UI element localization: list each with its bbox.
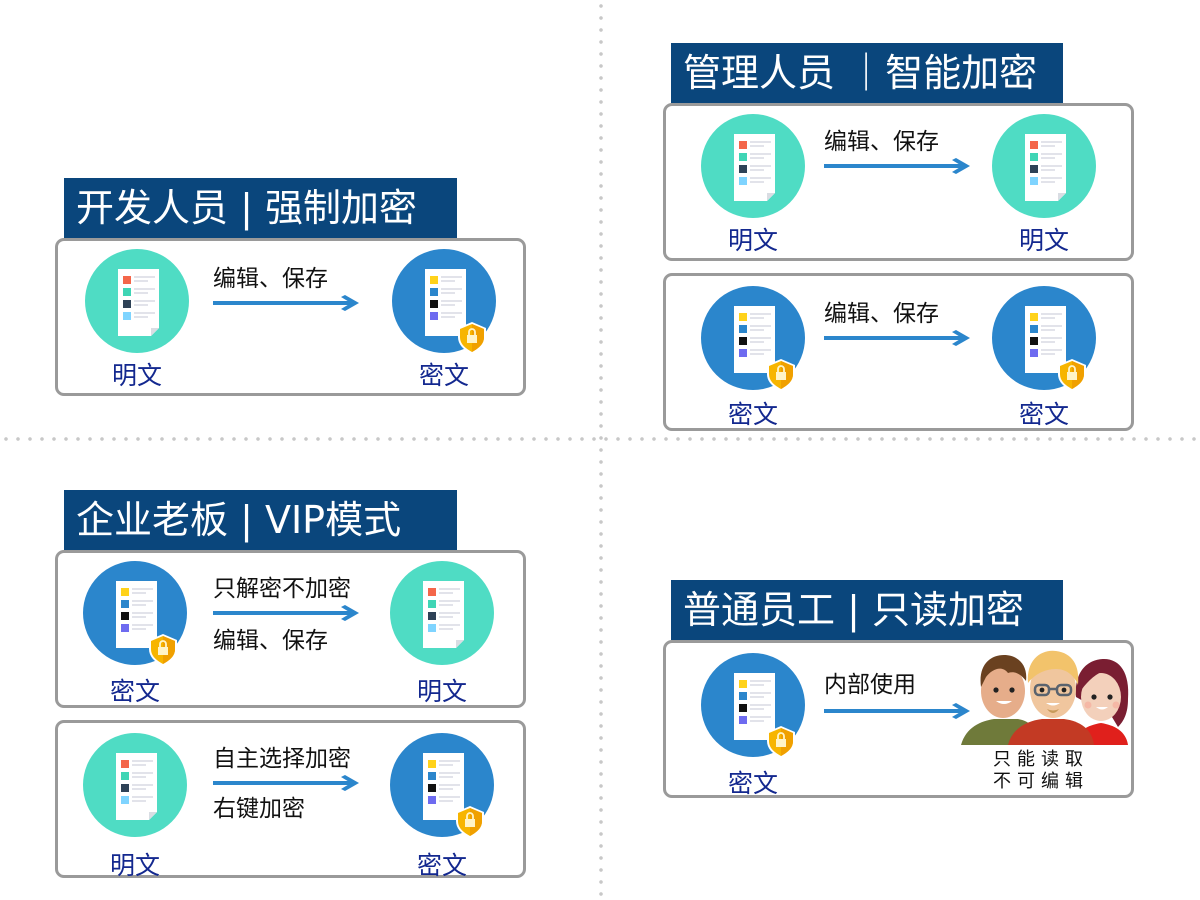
arrow-right-icon (213, 295, 363, 311)
plaintext-document-icon (390, 561, 494, 665)
encrypted-document-shield-icon (992, 286, 1096, 390)
section-title-manager: 管理人员 ｜智能加密 (671, 43, 1063, 103)
target-label: 明文 (1018, 226, 1069, 255)
flow-caption: 编辑、保存 (824, 301, 939, 327)
arrow-right-icon (824, 703, 974, 719)
section-title-developer: 开发人员 | 强制加密 (64, 178, 457, 238)
flow-panel: 明文 自主选择加密 右键加密 密文 (55, 720, 526, 880)
encrypted-document-shield-icon (701, 653, 805, 757)
flow-caption-bottom: 编辑、保存 (213, 628, 328, 654)
target-label: 明文 (416, 677, 467, 706)
arrow-right-icon (824, 330, 974, 346)
encrypted-document-shield-icon (83, 561, 187, 665)
horizontal-divider (0, 437, 1200, 441)
plaintext-document-icon (85, 249, 189, 353)
flow-panel: 密文 编辑、保存 密文 (663, 273, 1134, 431)
encrypted-document-shield-icon (392, 249, 496, 353)
flow-caption-top: 自主选择加密 (213, 746, 351, 772)
arrow-right-icon (824, 158, 974, 174)
encrypted-document-shield-icon (390, 733, 494, 837)
section-title-employee: 普通员工 | 只读加密 (671, 580, 1063, 640)
flow-panel: 密文 只解密不加密 编辑、保存 明文 (55, 550, 526, 708)
flow-caption-bottom: 右键加密 (213, 796, 305, 822)
source-label: 明文 (727, 226, 778, 255)
flow-caption-top: 只解密不加密 (213, 576, 351, 602)
flow-panel: 密文 内部使用 (663, 640, 1134, 798)
source-label: 密文 (727, 400, 778, 429)
target-label: 密文 (1018, 400, 1069, 429)
flow-caption: 内部使用 (824, 672, 916, 698)
flow-panel: 明文 编辑、保存 明文 (663, 103, 1134, 261)
encrypted-document-shield-icon (701, 286, 805, 390)
flow-caption: 编辑、保存 (213, 266, 328, 292)
plaintext-document-icon (992, 114, 1096, 218)
flow-panel: 明文 编辑、保存 密文 (55, 238, 526, 396)
target-label: 密文 (416, 851, 467, 880)
plaintext-document-icon (701, 114, 805, 218)
target-label: 密文 (418, 361, 469, 390)
vertical-divider (599, 0, 603, 900)
section-title-boss: 企业老板 | VIP模式 (64, 490, 457, 550)
people-caption-line2: 不可编辑 (993, 771, 1089, 792)
flow-caption: 编辑、保存 (824, 129, 939, 155)
source-label: 明文 (109, 851, 160, 880)
source-label: 密文 (727, 769, 778, 798)
source-label: 密文 (109, 677, 160, 706)
people-caption-line1: 只能读取 (993, 749, 1089, 770)
arrow-right-icon (213, 775, 363, 791)
arrow-right-icon (213, 605, 363, 621)
source-label: 明文 (111, 361, 162, 390)
people-group-icon (956, 647, 1131, 751)
plaintext-document-icon (83, 733, 187, 837)
